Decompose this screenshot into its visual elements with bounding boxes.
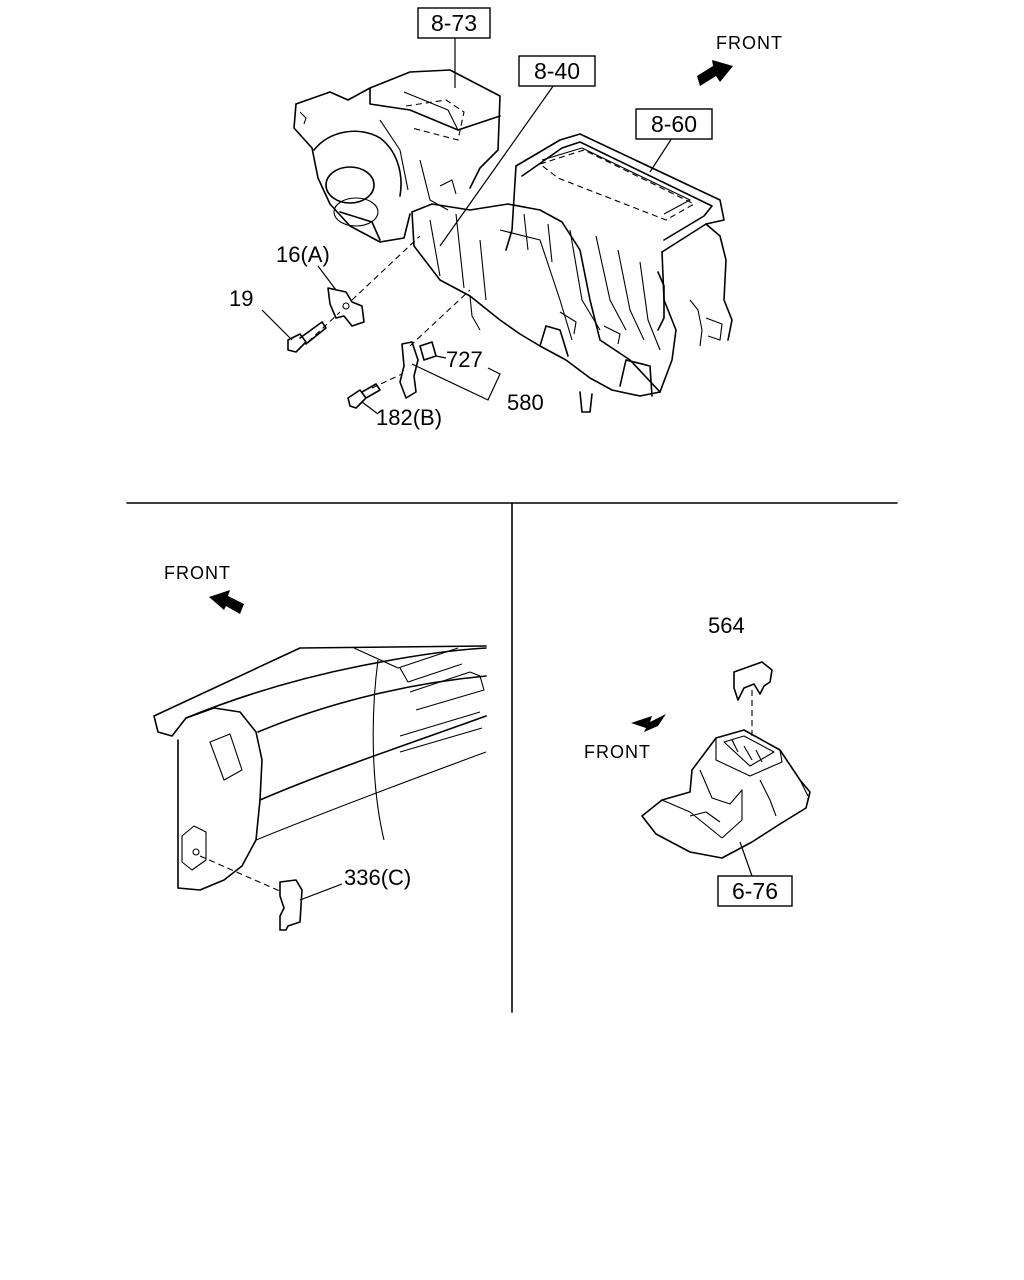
instrument-panel	[153, 645, 487, 891]
leader-840	[439, 81, 557, 247]
ref-label-8-73: 8-73	[431, 10, 477, 36]
guide-line-336c	[199, 855, 283, 893]
bottom-right-front-arrow-icon	[631, 714, 666, 732]
screw-182b	[347, 383, 381, 409]
ref-label-6-76: 6-76	[732, 878, 778, 904]
ref-label-8-60: 8-60	[651, 111, 697, 137]
top-front-label: FRONT	[716, 33, 783, 53]
guide-line-182b	[371, 373, 403, 389]
bottom-right-front-label: FRONT	[584, 742, 651, 762]
console-6-76	[641, 729, 811, 859]
ref-box-8-60[interactable]	[635, 108, 713, 140]
blower-unit	[293, 69, 501, 243]
leader-336c	[299, 883, 343, 901]
part-label-16a: 16(A)	[276, 242, 330, 267]
part-label-182b: 182(B)	[376, 405, 442, 430]
leader-860	[649, 137, 673, 173]
bracket-580	[399, 341, 419, 399]
bottom-left-front-label: FRONT	[164, 563, 231, 583]
top-front-arrow-icon	[697, 60, 733, 86]
guide-line-bolt	[307, 311, 341, 343]
leader-182b	[361, 401, 379, 415]
ref-box-8-73[interactable]	[417, 7, 491, 39]
bottom-left-front-arrow-icon	[209, 590, 244, 614]
bracket-336c	[279, 879, 303, 931]
guide-line-bracket	[351, 235, 421, 301]
ref-box-8-40[interactable]	[518, 55, 596, 87]
leader-580	[411, 363, 501, 401]
part-label-580: 580	[507, 390, 544, 415]
bottom-right-diagram: 564 FRONT 6-76	[584, 613, 811, 907]
top-diagram: FRONT	[229, 7, 783, 430]
leader-16a	[317, 265, 337, 291]
heater-unit	[411, 133, 733, 413]
clip-727	[419, 341, 437, 361]
part-label-19: 19	[229, 286, 253, 311]
switch-564	[733, 661, 773, 701]
bracket-16a	[327, 287, 365, 327]
ref-box-6-76[interactable]	[717, 875, 793, 907]
ref-label-8-40: 8-40	[534, 58, 580, 84]
part-label-336c: 336(C)	[344, 865, 411, 890]
part-label-727: 727	[446, 347, 483, 372]
bottom-left-diagram: FRONT 336(C)	[153, 563, 487, 931]
leader-19	[261, 309, 293, 341]
bolt-19	[287, 321, 327, 353]
part-label-564: 564	[708, 613, 745, 638]
guide-line-580	[409, 289, 471, 347]
leader-6-76	[739, 841, 753, 877]
leader-727	[435, 355, 447, 359]
